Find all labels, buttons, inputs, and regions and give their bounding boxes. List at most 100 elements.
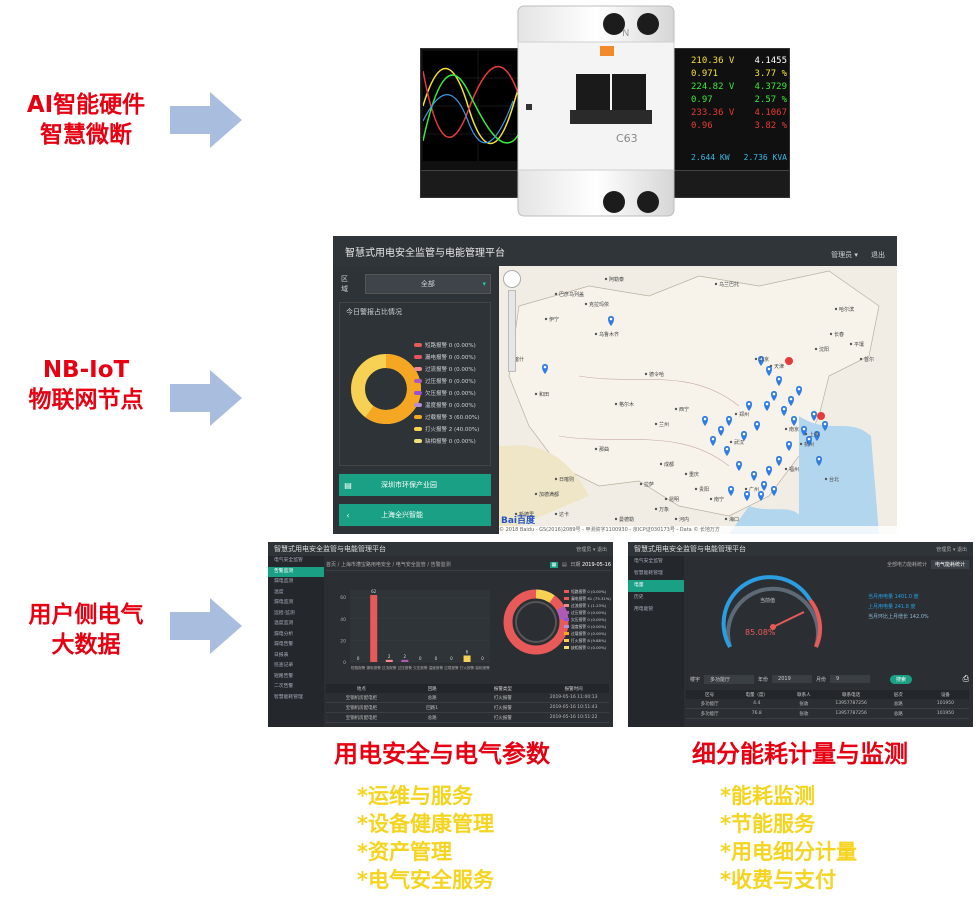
sidebar-item[interactable]: 温度 xyxy=(274,589,284,595)
map-pin-icon[interactable] xyxy=(608,316,614,326)
map-pin-icon[interactable] xyxy=(771,391,777,401)
map-pin-icon[interactable] xyxy=(776,456,782,466)
print-icon[interactable]: ⎙ xyxy=(962,674,969,683)
map-pin-icon[interactable] xyxy=(766,366,772,376)
map-pin-icon[interactable] xyxy=(728,486,734,496)
dash2-admin[interactable]: 管理员 ▾ 退出 xyxy=(936,546,967,553)
map-pin-icon[interactable] xyxy=(724,446,730,456)
map-pin-icon[interactable] xyxy=(761,481,767,491)
map-pin-icon[interactable] xyxy=(736,461,742,471)
map-place: 德令哈 xyxy=(644,371,664,378)
caption-right: 细分能耗计量与监测 xyxy=(692,740,908,768)
map-alert-pin-icon[interactable] xyxy=(785,357,793,365)
map-pin-icon[interactable] xyxy=(796,386,802,396)
sidebar-item[interactable]: 智慧能耗管理 xyxy=(274,694,303,700)
map-alert-pin-icon[interactable] xyxy=(817,412,825,420)
map-pin-icon[interactable] xyxy=(744,491,750,501)
sidebar-item[interactable]: 漏电监测 xyxy=(274,579,294,584)
map-pin-icon[interactable] xyxy=(718,426,724,436)
map-place: 哈尔滨 xyxy=(834,306,854,313)
map-pin-icon[interactable] xyxy=(822,421,828,431)
site-button-1[interactable]: ▤ 深圳市环保产业园 xyxy=(339,474,491,496)
map-pin-icon[interactable] xyxy=(766,466,772,476)
map-pin-icon[interactable] xyxy=(710,436,716,446)
map-pin-icon[interactable] xyxy=(788,396,794,406)
map-pin-icon[interactable] xyxy=(814,431,820,441)
filter-label: 楼宇 xyxy=(690,676,701,683)
map-pin-icon[interactable] xyxy=(702,416,708,426)
bar-value-label: 0 xyxy=(419,656,422,661)
sidebar-item[interactable]: 漏电告警 xyxy=(274,642,294,647)
admin-menu[interactable]: 管理员 ▾ xyxy=(831,250,858,259)
tab-all-energy[interactable]: 全部电力能耗统计 xyxy=(886,562,927,568)
dash1-admin[interactable]: 管理员 ▾ 退出 xyxy=(576,546,607,553)
map-pin-icon[interactable] xyxy=(776,376,782,386)
sidebar-item[interactable]: 电气安全监管 xyxy=(634,559,663,564)
map-pan-control[interactable] xyxy=(503,270,521,288)
sidebar-item[interactable]: 告警监测 xyxy=(268,566,324,577)
sidebar-item[interactable]: 历史 xyxy=(634,595,644,600)
map-pin-icon[interactable] xyxy=(751,471,757,481)
date-value[interactable]: 2019-05-16 xyxy=(581,561,611,568)
map-pin-icon[interactable] xyxy=(811,411,817,421)
sidebar-item[interactable]: 温度监测 xyxy=(274,621,294,626)
map-zoom-slider[interactable] xyxy=(508,290,516,372)
map-pin-icon[interactable] xyxy=(791,416,797,426)
sidebar-item[interactable]: 巡查记录 xyxy=(274,663,294,668)
map-pin-icon[interactable] xyxy=(542,364,548,374)
y-tick-label: 0 xyxy=(343,660,346,666)
svg-text:成都: 成都 xyxy=(664,461,674,468)
svg-text:和田: 和田 xyxy=(539,391,549,398)
map-copyright: © 2018 Baidu - GS(2016)2089号 - 甲测资字11009… xyxy=(499,526,897,534)
sidebar-item[interactable]: 智慧能耗管理 xyxy=(634,571,663,576)
legend-text: 过流报警 1 (1.23%) xyxy=(571,602,607,608)
tab-electric-energy[interactable]: 电气能耗统计 xyxy=(930,560,969,569)
map-canvas[interactable]: 乌鲁木齐西宁兰州拉萨成都重庆昆明贵阳北京天津沈阳长春哈尔滨郑州武汉南京上海杭州福… xyxy=(499,266,897,534)
view-toggle-button[interactable]: ▤ xyxy=(562,561,567,568)
building-select[interactable]: 多功能厅 xyxy=(704,674,755,684)
sidebar-item[interactable]: 用电能管 xyxy=(634,607,654,612)
table-cell: 打火报警 xyxy=(493,695,512,701)
month-select[interactable]: 9 xyxy=(830,675,871,683)
map-pin-icon[interactable] xyxy=(754,421,760,431)
sidebar-item[interactable]: 漏电分析 xyxy=(274,631,294,637)
map-pin-icon[interactable] xyxy=(741,431,747,441)
map-pin-icon[interactable] xyxy=(764,401,770,411)
map-pin-icon[interactable] xyxy=(771,486,777,496)
table-cell: 2019-05-16 10:51:22 xyxy=(549,715,598,720)
map-pin-icon[interactable] xyxy=(758,356,764,366)
collapse-icon[interactable]: ‹ xyxy=(346,510,350,520)
sidebar-item[interactable]: 远程·监测 xyxy=(274,610,295,616)
sidebar-item[interactable]: 短路告警 xyxy=(274,673,294,679)
sidebar-item[interactable]: 电量 xyxy=(628,580,684,592)
sidebar-item[interactable]: 漏电监测 xyxy=(274,600,294,605)
search-button[interactable]: 搜索 xyxy=(890,674,913,684)
map-pin-icon[interactable] xyxy=(746,401,752,411)
logout-link[interactable]: 退出 xyxy=(871,250,885,259)
sidebar-item[interactable]: 日报表 xyxy=(274,652,289,658)
dash2-title: 智慧式用电安全监管与电能管理平台 xyxy=(634,545,746,553)
map-pin-icon[interactable] xyxy=(806,436,812,446)
sidebar-item[interactable]: 二次告警 xyxy=(274,684,294,689)
sidebar-item[interactable]: 电气安全监管 xyxy=(274,558,303,563)
breadcrumb: 首页 / 上海市漕宝路用电安全 / 电气安全监管 / 告警监测 xyxy=(326,561,451,568)
map-pin-icon[interactable] xyxy=(786,441,792,451)
map-pin-icon[interactable] xyxy=(726,416,732,426)
legend-text: 缺相报警 0 (0.00%) xyxy=(425,439,476,445)
site-button-2[interactable]: ‹ 上海全兴智能 xyxy=(339,504,491,526)
year-select[interactable]: 2019 xyxy=(772,675,813,683)
map-pin-icon[interactable] xyxy=(758,491,764,501)
map-pin-icon[interactable] xyxy=(781,406,787,416)
china-map[interactable]: 乌鲁木齐西宁兰州拉萨成都重庆昆明贵阳北京天津沈阳长春哈尔滨郑州武汉南京上海杭州福… xyxy=(499,266,897,534)
table-cell: 张收 xyxy=(799,711,809,717)
region-select[interactable]: 全部 ▾ xyxy=(364,274,491,294)
bullet-item: *设备健康管理 xyxy=(357,812,494,836)
legend-swatch xyxy=(414,415,422,419)
view-toggle-button[interactable]: ▦ xyxy=(549,561,559,568)
map-pin-icon[interactable] xyxy=(816,456,822,466)
